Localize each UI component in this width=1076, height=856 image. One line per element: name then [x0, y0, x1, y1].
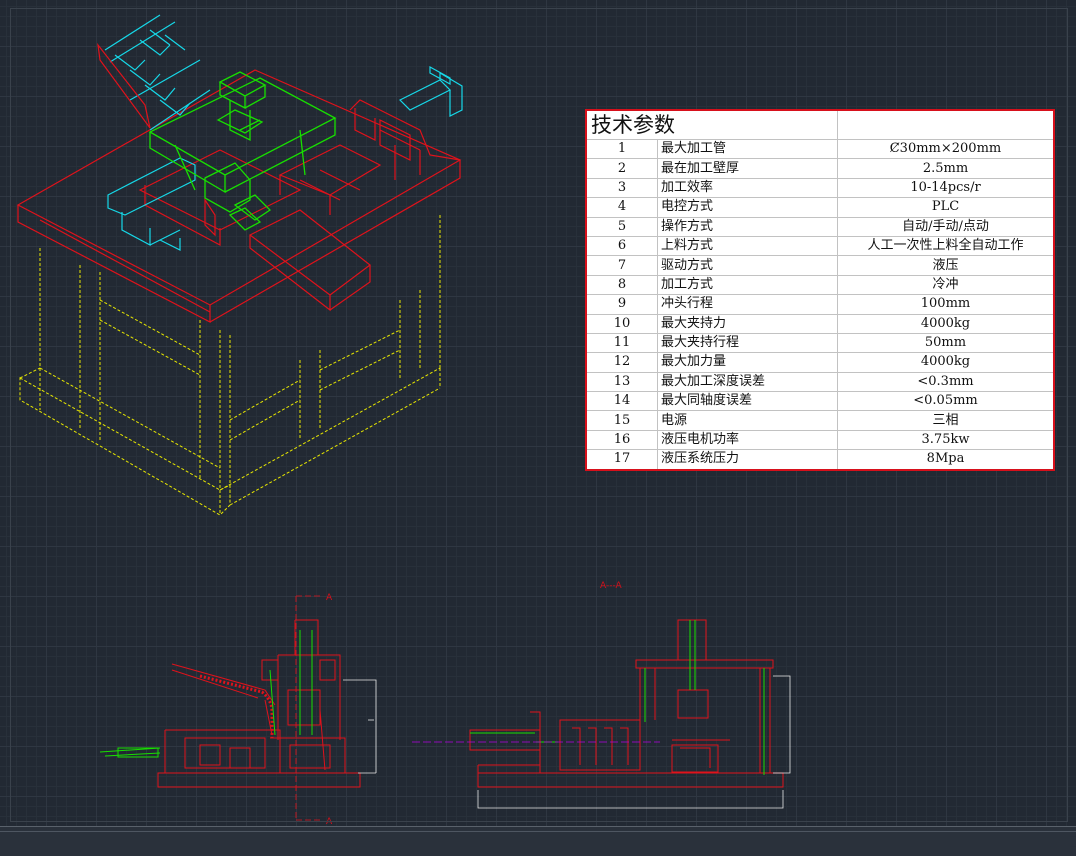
- spec-cell-no: 16: [585, 429, 658, 451]
- section-view: [469, 619, 784, 788]
- section-label-top: A: [326, 593, 333, 603]
- spec-cell-value: 自动/手动/点动: [837, 216, 1055, 237]
- section-view-green: [470, 620, 765, 775]
- status-bar: [0, 826, 1076, 856]
- iso-feed-ramp: [97, 42, 151, 129]
- iso-table-top: [16, 69, 462, 323]
- spec-cell-value: 2.5mm: [837, 158, 1055, 179]
- spec-cell-name: 驱动方式: [657, 255, 838, 276]
- spec-cell-no: 10: [585, 313, 658, 334]
- spec-cell-name: 加工方式: [657, 274, 838, 296]
- spec-cell-value: 4000kg: [837, 352, 1055, 373]
- spec-cell-value: 8Mpa: [837, 449, 1055, 471]
- spec-cell-value: 4000kg: [837, 313, 1055, 334]
- spec-cell-name: 最大加工管: [657, 138, 838, 160]
- spec-cell-no: 13: [585, 371, 658, 393]
- spec-cell-name: 冲头行程: [657, 294, 838, 315]
- spec-cell-name: 加工效率: [657, 177, 838, 199]
- spec-cell-name: 操作方式: [657, 216, 838, 237]
- iso-frame: [19, 215, 441, 516]
- section-label-bottom: A: [326, 817, 333, 827]
- spec-cell-no: 2: [585, 158, 658, 179]
- spec-cell-name: 电控方式: [657, 197, 838, 218]
- spec-cell-name: 最大加力量: [657, 352, 838, 373]
- section-view-dims: [477, 675, 791, 809]
- spec-cell-no: 1: [585, 138, 658, 160]
- section-view-title: A---A: [600, 581, 623, 591]
- spec-table-title: 技术参数: [585, 109, 838, 140]
- spec-cell-value: Ȼ30mm×200mm: [837, 138, 1055, 160]
- side-view-chain: [199, 674, 274, 738]
- spec-cell-name: 液压系统压力: [657, 449, 838, 471]
- spec-cell-no: 5: [585, 216, 658, 237]
- spec-cell-value: 液压: [837, 255, 1055, 276]
- spec-cell-name: 最大同轴度误差: [657, 391, 838, 412]
- spec-cell-no: 6: [585, 235, 658, 257]
- spec-table-title-blank: [837, 109, 1055, 140]
- spec-cell-name: 最大加工深度误差: [657, 371, 838, 393]
- spec-cell-value: 50mm: [837, 332, 1055, 354]
- spec-cell-no: 9: [585, 294, 658, 315]
- spec-cell-no: 14: [585, 391, 658, 412]
- iso-fixture: [148, 71, 337, 231]
- spec-cell-no: 15: [585, 410, 658, 431]
- spec-cell-value: <0.3mm: [837, 371, 1055, 393]
- spec-cell-no: 11: [585, 332, 658, 354]
- spec-cell-no: 8: [585, 274, 658, 296]
- spec-cell-no: 12: [585, 352, 658, 373]
- side-view: [157, 619, 361, 788]
- spec-cell-name: 液压电机功率: [657, 429, 838, 451]
- iso-hydraulic-cylinder: [104, 14, 463, 251]
- side-view-cylinder: [99, 630, 313, 758]
- spec-cell-name: 最大夹持行程: [657, 332, 838, 354]
- spec-cell-value: 3.75kw: [837, 429, 1055, 451]
- spec-cell-no: 17: [585, 449, 658, 471]
- spec-cell-name: 电源: [657, 410, 838, 431]
- spec-cell-name: 上料方式: [657, 235, 838, 257]
- spec-cell-value: 10-14pcs/r: [837, 177, 1055, 199]
- spec-cell-value: 三相: [837, 410, 1055, 431]
- spec-cell-name: 最在加工壁厚: [657, 158, 838, 179]
- spec-cell-value: <0.05mm: [837, 391, 1055, 412]
- spec-table-title-row: 技术参数: [585, 109, 1055, 140]
- spec-cell-value: 冷冲: [837, 274, 1055, 296]
- spec-cell-value: 100mm: [837, 294, 1055, 315]
- spec-cell-no: 7: [585, 255, 658, 276]
- section-cut-line: [295, 595, 320, 821]
- spec-cell-name: 最大夹持力: [657, 313, 838, 334]
- spec-cell-no: 4: [585, 197, 658, 218]
- status-bar-divider: [0, 831, 1076, 832]
- spec-cell-value: PLC: [837, 197, 1055, 218]
- spec-cell-no: 3: [585, 177, 658, 199]
- side-view-dims: [343, 679, 377, 774]
- spec-cell-value: 人工一次性上料全自动工作: [837, 235, 1055, 257]
